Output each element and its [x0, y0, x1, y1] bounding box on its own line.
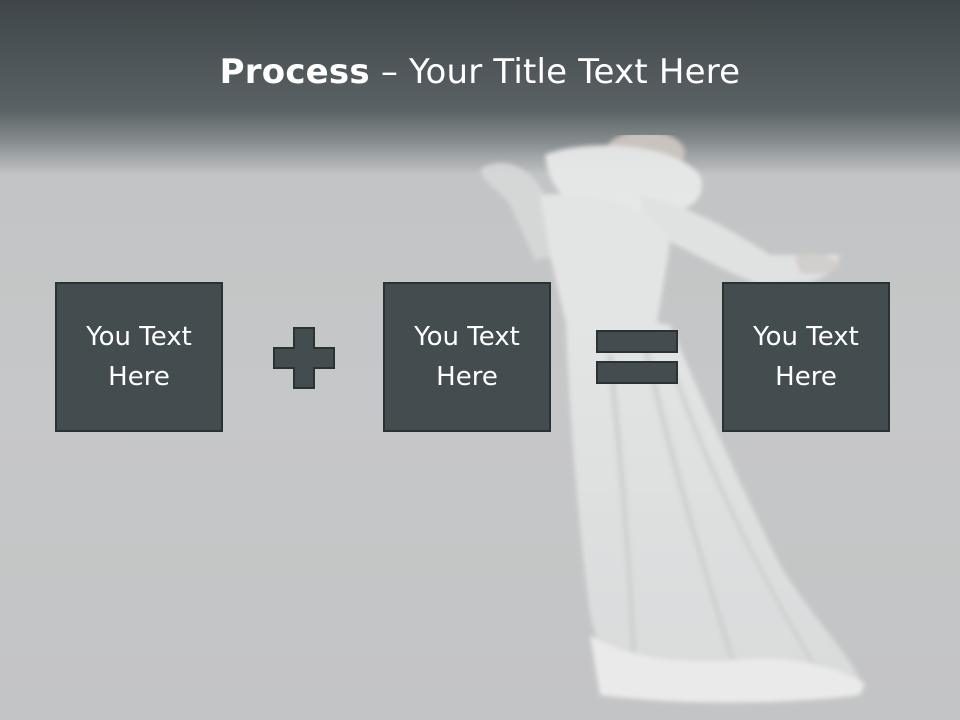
process-box-2: You Text Here	[383, 282, 551, 432]
process-box-3: You Text Here	[722, 282, 890, 432]
title-rest: Your Title Text Here	[409, 52, 741, 92]
slide-title: Process – Your Title Text Here	[0, 52, 960, 92]
process-box-2-text: You Text Here	[414, 322, 520, 392]
plus-icon	[273, 327, 335, 389]
equals-icon	[596, 330, 678, 384]
title-bold: Process	[219, 52, 370, 92]
process-box-1-text: You Text Here	[86, 322, 192, 392]
title-separator: –	[369, 52, 410, 92]
process-box-1: You Text Here	[55, 282, 223, 432]
process-box-3-text: You Text Here	[753, 322, 859, 392]
background-photo	[480, 135, 865, 703]
